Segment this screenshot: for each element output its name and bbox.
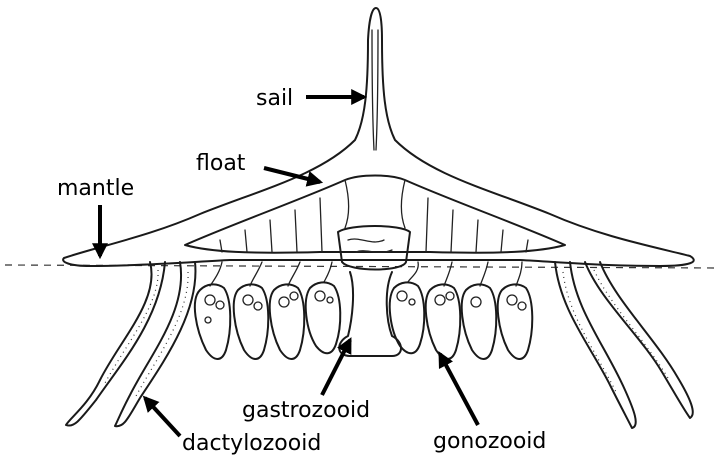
sail-label: sail [256,86,293,111]
gonozooid-arrow [440,354,478,425]
gonozooid-8 [498,262,533,359]
gonozooid-1 [195,262,230,359]
dactylozooid-arrow [145,398,180,436]
dactylozooid-tentacles-left [66,262,195,426]
gonozooid-7 [462,262,497,359]
gonozooid-5 [390,262,425,353]
gonozooid-4 [306,262,341,353]
float-body [63,8,694,266]
gastrozooid-label: gastrozooid [242,398,370,423]
gastrozooid-arrow [322,340,350,395]
mantle-label: mantle [57,176,134,201]
gonozooid-label: gonozooid [433,429,546,454]
gonozooids [195,262,532,359]
gonozooid-3 [270,262,305,359]
gonozooid-6 [426,262,461,359]
float-label: float [196,151,246,176]
gonozooid-2 [234,262,269,359]
dactylozooid-tentacles-right [555,262,693,428]
gastrozooid [338,226,410,356]
dactylozooid-label: dactylozooid [182,431,321,456]
